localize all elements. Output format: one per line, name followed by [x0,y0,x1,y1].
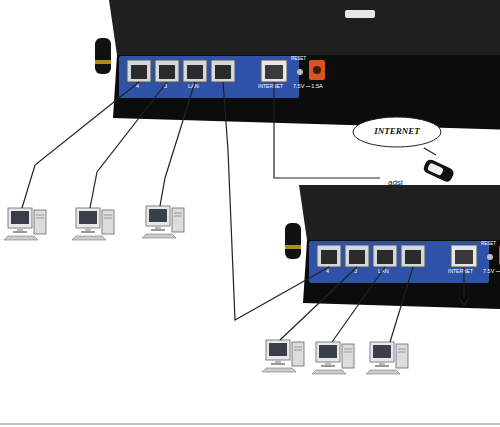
network-cable [424,148,436,155]
lan-cable [255,267,329,309]
network-cable [274,150,380,178]
wan-cable [463,267,464,298]
router-illustration [95,0,500,130]
port-number: 4 [136,84,139,90]
computer-icon [142,206,184,238]
port-group-label: LAN [188,84,199,90]
lan-cable [223,82,228,150]
lan-cable [90,82,167,208]
computer-icon [72,208,114,240]
port-number: 4 [326,269,329,275]
adsl-modem [422,158,455,183]
modem-face [427,162,444,176]
cloud-label: INTERNET [352,127,442,136]
lan-cable [160,82,195,206]
router: 4 3 LAN INTERNET RESET 7.5V ⎓ 1.5A [255,185,500,335]
power-rating: 7.5V ⎓ 1.5A [483,269,500,275]
computer-icon [366,342,408,374]
lan-cable [22,82,139,208]
modem-body [422,158,455,183]
cloud-ellipse [353,117,441,147]
button-label: RESET [291,57,306,62]
device-label: adsl [388,179,403,187]
router: 4 3 LAN INTERNET RESET 7.5V ⎓ 1.5A [95,0,500,150]
computer-icon [312,342,354,374]
router-illustration [285,185,500,315]
port-group-label: LAN [378,269,389,275]
baseline-rule [0,424,500,425]
lan-cable [332,267,385,342]
port-number: 3 [354,269,357,275]
cable-end-symbol [459,298,469,305]
computer-icon [4,208,46,240]
port-number: 3 [164,84,167,90]
port-label: INTERNET [258,84,283,89]
button-label: RESET [481,242,496,247]
wan-cable [273,82,274,150]
port-label: INTERNET [448,269,473,274]
internet-cloud: INTERNET [352,116,442,148]
adsl-modem: adsl [380,155,460,191]
power-rating: 7.5V ⎓ 1.5A [293,84,323,90]
network-cable [228,150,255,320]
computer-icon [262,340,304,372]
lan-cable [280,267,357,340]
lan-cable [390,267,413,342]
